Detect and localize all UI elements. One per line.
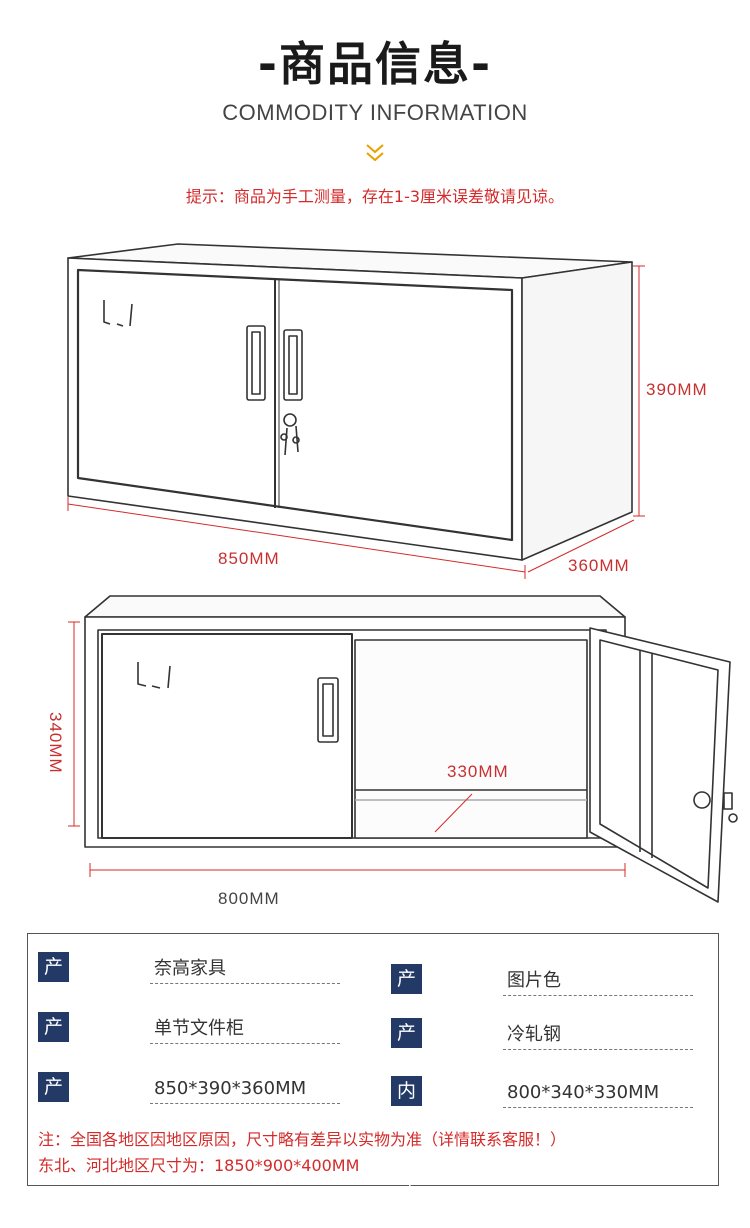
dimension-height-top: 390MM [646,380,708,399]
open-cabinet-illustration [84,595,738,903]
spec-label: 内部尺寸 [391,1076,423,1192]
spec-label: 产品品牌 [38,952,70,1068]
dimension-width-top: 850MM [218,549,280,568]
dimension-depth-inner: 330MM [447,762,509,781]
spec-value: 单节文件柜 [150,1016,340,1044]
dimension-height-bottom: 340MM [46,712,65,774]
spec-label: 产品材质 [391,1018,423,1134]
spec-value: 冷轧钢 [503,1022,693,1050]
spec-value: 奈高家具 [150,956,340,984]
dimension-depth-top: 360MM [568,556,630,575]
spec-label: 产品尺寸 [38,1072,70,1188]
spec-label: 产品颜色 [391,964,423,1080]
spec-value: 850*390*360MM [150,1076,340,1104]
dimension-width-bottom: 800MM [218,889,280,908]
size-note-line2: 东北、河北地区尺寸为：1850*900*400MM [38,1156,360,1175]
measurement-notice: 提示：商品为手工测量，存在1-3厘米误差敬请见谅。 [185,187,565,206]
spec-value: 图片色 [503,968,693,996]
spec-info-box: 产品品牌 奈高家具 产品颜色 图片色 产品名称 单节文件柜 产品材质 冷轧钢 产… [27,933,719,1192]
size-note-line1: 注：全国各地区因地区原因，尺寸略有差异以实物为准（详情联系客服！） [38,1130,567,1149]
page-subtitle: COMMODITY INFORMATION [222,100,528,125]
closed-cabinet-illustration [67,243,633,561]
spec-label: 产品名称 [38,1012,70,1128]
cabinet-drawing [67,243,738,903]
page-title: -商品信息- [257,37,493,91]
chevron-down-icon [366,144,384,162]
spec-value: 800*340*330MM [503,1080,693,1108]
